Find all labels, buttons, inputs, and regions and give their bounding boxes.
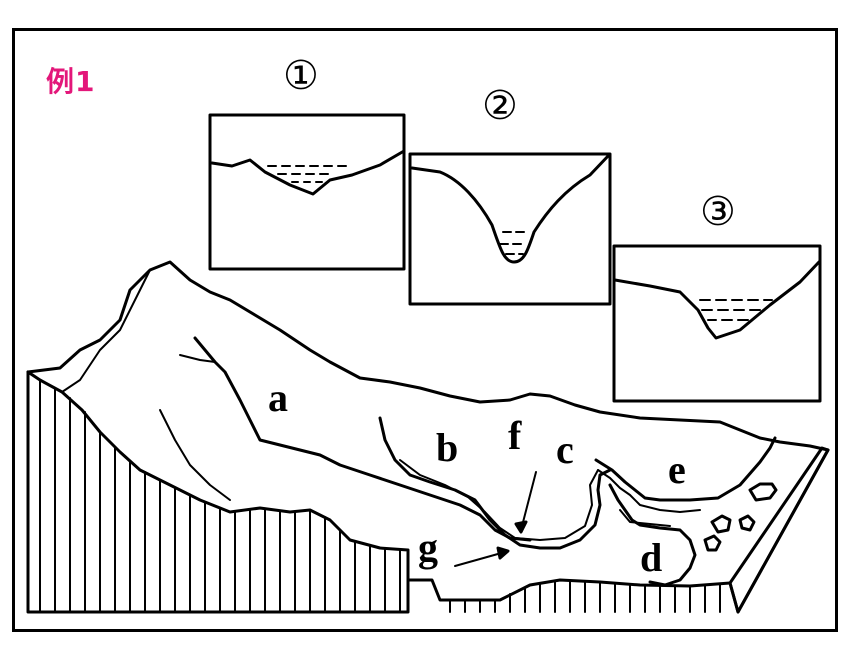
arrow-f <box>520 471 537 531</box>
block-left-top-edge <box>26 370 410 582</box>
arrow-f-head <box>514 520 528 534</box>
meander-c-inner <box>597 469 701 513</box>
cross-section-2-water <box>499 231 525 255</box>
label-b: b <box>436 425 459 470</box>
stream-b <box>378 416 612 550</box>
mountain-ridge <box>26 260 830 452</box>
stream-a <box>193 336 532 542</box>
cross-section-1-water <box>267 165 347 183</box>
cross-section-2-profile <box>410 153 611 264</box>
stream-b-inner-bank <box>399 459 599 541</box>
example-label: 例1 <box>46 65 96 98</box>
lake-2 <box>710 514 732 534</box>
label-c: c <box>556 427 574 472</box>
oxbow-d <box>608 483 697 587</box>
lake-4 <box>703 534 722 552</box>
cross-section-3 <box>612 244 822 403</box>
cross-section-1-profile <box>210 149 406 196</box>
ridge-spur <box>61 269 151 393</box>
stream-a-left-bank <box>159 409 231 501</box>
block-hatching <box>39 379 721 613</box>
label-f: f <box>508 413 522 458</box>
block-front-outline <box>26 370 830 614</box>
label-g: g <box>418 525 438 570</box>
arrow-g <box>454 551 506 567</box>
section-number-2: ② <box>482 83 518 129</box>
label-e: e <box>668 447 686 492</box>
section-number-1: ① <box>283 53 319 99</box>
cross-section-3-water <box>699 299 773 321</box>
label-d: d <box>640 535 663 580</box>
oxbow-d-bank <box>619 509 671 527</box>
cross-section-2 <box>408 152 612 306</box>
arrow-g-head <box>496 546 510 560</box>
meander-c-e <box>594 436 777 502</box>
figure-frame <box>12 28 838 632</box>
lake-3 <box>738 514 756 532</box>
lake-1 <box>748 482 778 502</box>
cross-section-3-profile <box>613 260 821 340</box>
section-number-3: ③ <box>700 189 736 235</box>
label-a: a <box>268 375 288 420</box>
stream-a-tributary <box>179 354 216 363</box>
